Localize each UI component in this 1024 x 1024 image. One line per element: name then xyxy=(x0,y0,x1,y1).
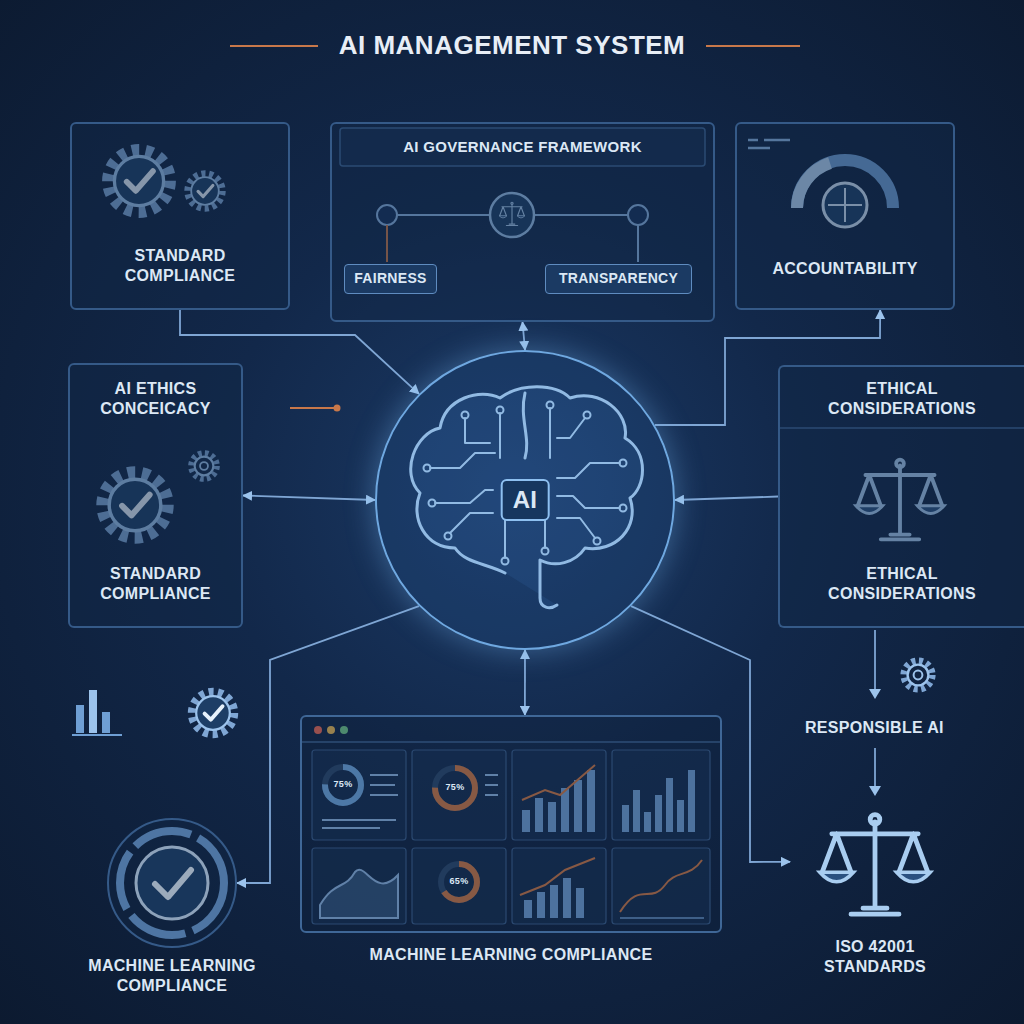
connector-arrow xyxy=(523,322,526,350)
box-label: MACHINE LEARNING COMPLIANCE xyxy=(302,945,720,965)
badge-circle: MACHINE LEARNING COMPLIANCE xyxy=(107,818,237,948)
process-box: ACCOUNTABILITY xyxy=(735,122,955,310)
process-box: ETHICAL CONSIDERATIONS ETHICAL CONSIDERAT… xyxy=(778,365,1024,628)
process-box: AI ETHICS CONCEICACY STANDARD COMPLIANCE xyxy=(68,363,243,628)
connector-arrow xyxy=(524,650,526,715)
dashboard-panel: MACHINE LEARNING COMPLIANCE xyxy=(300,715,722,933)
box-label: FAIRNESS xyxy=(345,270,436,288)
section-label: RESPONSIBLE AI xyxy=(805,718,944,738)
percent-label: 65% xyxy=(450,876,469,887)
box-label: ISO 42001 STANDARDS xyxy=(810,937,940,977)
connector-arrow xyxy=(675,497,778,501)
framework-box: AI GOVERNANCE FRAMEWORK FAIRNESS TRANSPARE… xyxy=(330,122,715,322)
process-box: STANDARD COMPLIANCE xyxy=(70,122,290,310)
principle-pill: TRANSPARENCY xyxy=(545,264,692,294)
box-label: MACHINE LEARNING COMPLIANCE xyxy=(62,956,282,996)
principle-pill: FAIRNESS xyxy=(344,264,437,294)
connector-arrow xyxy=(243,496,375,501)
box-heading: ETHICAL CONSIDERATIONS xyxy=(800,379,1004,419)
box-label: ETHICAL CONSIDERATIONS xyxy=(800,564,1004,604)
box-label: STANDARD COMPLIANCE xyxy=(90,564,221,604)
box-label: AI GOVERNANCE FRAMEWORK xyxy=(344,138,701,157)
box-label: TRANSPARENCY xyxy=(546,270,691,288)
ai-core-circle: AI xyxy=(375,350,675,650)
percent-label: 75% xyxy=(334,779,353,790)
standard-node: ISO 42001 STANDARDS xyxy=(790,805,960,977)
diagram-title: AI MANAGEMENT SYSTEM xyxy=(0,29,1024,62)
percent-label: 75% xyxy=(446,782,465,793)
box-label: AI xyxy=(501,479,550,521)
box-heading: AI ETHICS CONCEICACY xyxy=(84,379,227,419)
box-label: ACCOUNTABILITY xyxy=(747,259,943,279)
box-label: STANDARD COMPLIANCE xyxy=(102,246,258,286)
